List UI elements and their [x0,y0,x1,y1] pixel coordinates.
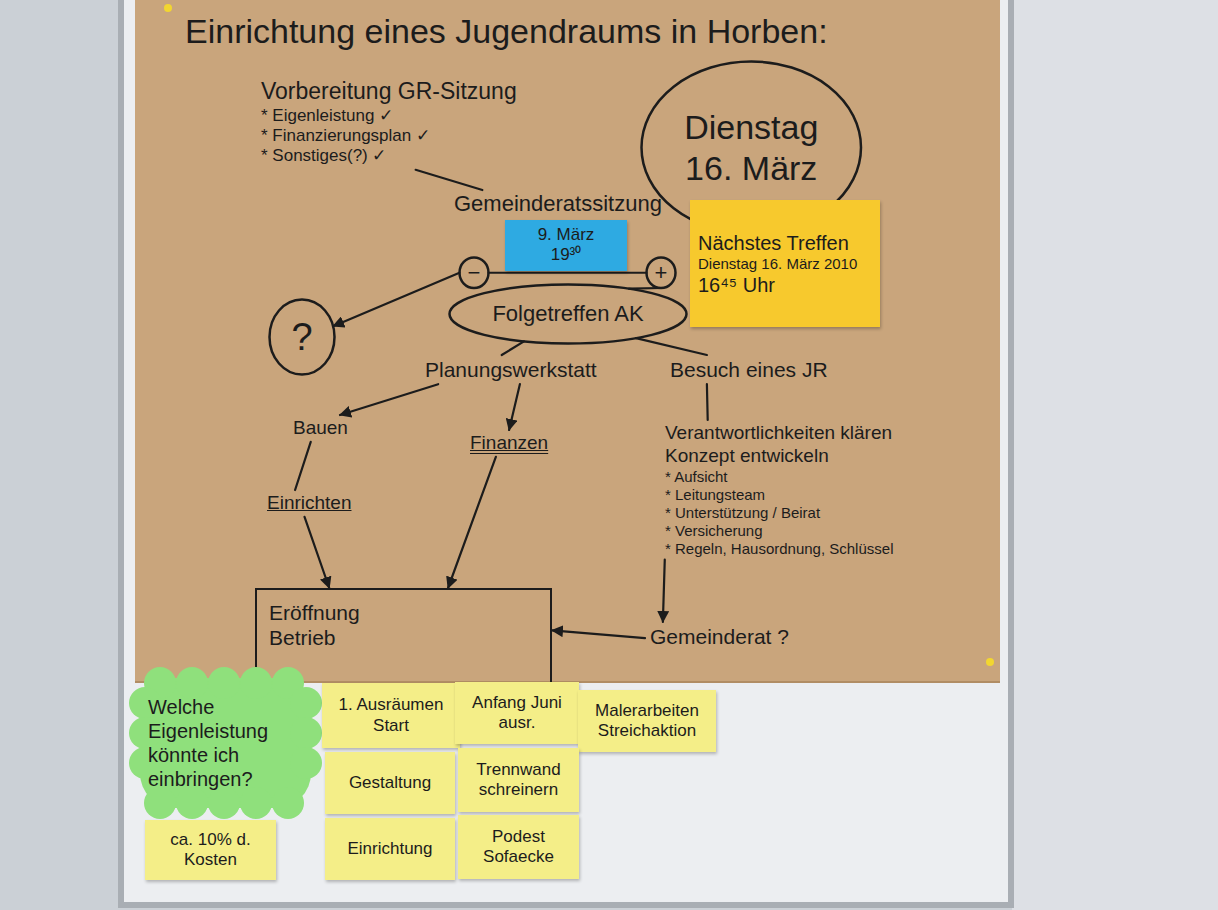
text-node: Einrichten [262,490,357,517]
text-node: Verantwortlichkeiten klärenKonzept entwi… [660,420,898,560]
text-node: Finanzen [465,430,553,457]
whiteboard [121,0,1011,905]
node-text: Einrichten [267,492,352,515]
diagram-title: Einrichtung eines Jugendraums in Horben: [185,12,828,51]
text-node: Gemeinderatssitzung [450,190,666,218]
node-text: 9. März 19³⁰ [526,225,606,266]
node-text: Gestaltung [349,773,431,793]
node-text: ? [291,318,312,356]
node-text: * Versicherung [665,522,893,540]
sticky-note: Gestaltung [325,752,455,814]
cloud-note: Welche Eigenleistung könnte ich einbring… [130,668,321,818]
node-text: Malerarbeiten Streichaktion [584,701,710,742]
connector [706,384,709,420]
sticky-note: ca. 10% d. Kosten [145,820,276,880]
node-text: * Finanzierungsplan ✓ [261,126,517,146]
node-text: Anfang Juni ausr. [461,693,573,734]
text-node: Planungswerkstatt [420,355,602,384]
cloud-bump [272,787,304,819]
ellipse-node: + [645,256,677,290]
text-node: Besuch eines JR [665,355,833,384]
connector [489,272,647,274]
connector [509,384,520,430]
sticky-note: Anfang Juni ausr. [455,682,579,744]
node-text: Bauen [293,417,348,440]
node-text: Einrichtung [347,839,432,859]
node-text: Welche Eigenleistung könnte ich einbring… [148,695,303,791]
connector [305,517,330,588]
text-node: Bauen [288,415,353,442]
sticky-note: 1. Ausräumen Start [322,683,460,748]
ellipse-outline [450,285,687,344]
sticky-note: Podest Sofaecke [458,815,579,879]
node-text: * Aufsicht [665,468,893,486]
wall-right [1012,0,1218,910]
connector [416,170,483,190]
node-text: Dienstag 16. März [666,107,836,189]
cloud-bump [290,717,322,749]
node-text: 1. Ausräumen Start [328,695,454,736]
node-text: Besuch eines JR [670,357,828,382]
cloud-bump [290,687,322,719]
cloud-bump [240,667,272,699]
node-text: Podest Sofaecke [464,827,573,868]
cloud-shape [130,668,321,818]
cloud-bump [176,667,208,699]
node-text: − [468,262,481,284]
node-text: Planungswerkstatt [425,357,597,382]
node-text: + [655,262,668,284]
sticky-note: Trennwand schreinern [458,748,579,812]
node-text: * Sonstiges(?) ✓ [261,146,517,166]
sticky-note: 9. März 19³⁰ [505,220,627,271]
node-text: Dienstag 16. März 2010 [698,255,857,273]
node-text: * Unterstützung / Beirat [665,504,893,522]
node-text: ca. 10% d. Kosten [151,830,270,871]
connector [502,341,524,355]
ellipse-outline [647,258,676,289]
node-text: Vorbereitung GR-Sitzung [261,78,517,106]
pin [986,658,994,666]
connector [295,442,311,490]
node-text: * Leitungsteam [665,486,893,504]
text-node: Gemeinderat ? [645,622,794,651]
node-text: Konzept entwickeln [665,445,893,468]
ellipse-node: Folgetreffen AK [448,283,688,345]
node-text: Trennwand schreinern [464,760,573,801]
cloud-bump [144,787,176,819]
sticky-note: Nächstes TreffenDienstag 16. März 201016… [690,200,880,327]
node-text: * Eigenleistung ✓ [261,106,517,126]
sticky-note: Malerarbeiten Streichaktion [578,690,716,752]
open-box: Eröffnung Betrieb [255,588,552,682]
node-text: Eröffnung Betrieb [269,600,399,650]
ellipse-outline [460,258,489,289]
ellipse-node: − [458,256,490,290]
node-text: Gemeinderatssitzung [454,191,662,217]
node-text: 16⁴⁵ Uhr [698,273,775,297]
cloud-bump [290,747,322,779]
cloud-bump [176,787,208,819]
node-text: Gemeinderat ? [650,624,789,649]
pin [164,4,172,12]
connector [340,384,438,415]
text-node: Vorbereitung GR-Sitzung* Eigenleistung ✓… [255,75,523,170]
connector [448,457,496,588]
ellipse-outline [270,300,335,375]
kraft-paper [135,0,1000,682]
node-text: Folgetreffen AK [492,301,643,327]
cloud-bump [208,787,240,819]
cloud-bump [240,787,272,819]
node-text: * Regeln, Hausordnung, Schlüssel [665,540,893,558]
cloud-bump [208,667,240,699]
node-text: Verantwortlichkeiten klären [665,422,893,445]
ellipse-node: ? [268,298,336,376]
connector [663,560,665,622]
connector [636,338,707,355]
connector [552,630,645,638]
node-text: Finanzen [470,432,548,455]
node-text: Nächstes Treffen [698,231,849,255]
connector [333,273,459,326]
sticky-note: Einrichtung [325,818,455,880]
